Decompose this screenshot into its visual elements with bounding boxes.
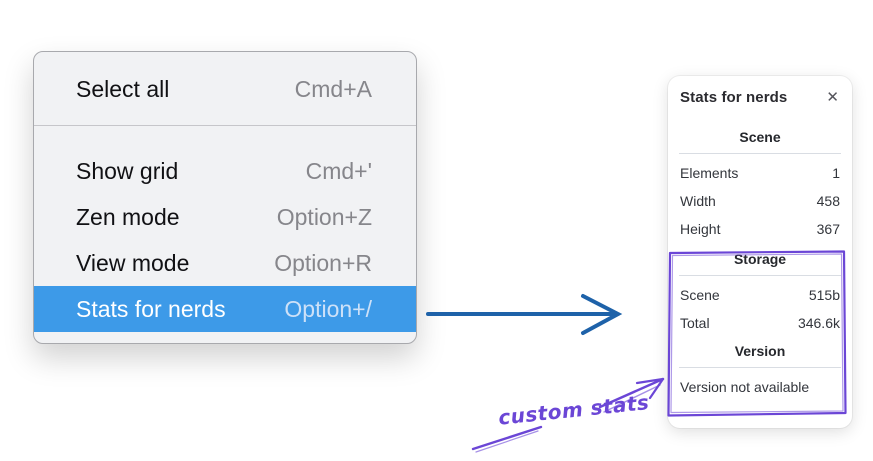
menu-item-stats-for-nerds[interactable]: Stats for nerds Option+/ [34,286,416,332]
menu-item-shortcut: Cmd+A [294,75,372,102]
stat-row-storage-total: Total 346.6k [679,309,841,337]
menu-item-shortcut: Cmd+' [305,157,372,184]
panel-header: Stats for nerds ✕ [680,89,840,106]
menu-item-label: View mode [76,249,190,276]
stat-row-elements: Elements 1 [679,159,841,187]
close-icon[interactable]: ✕ [826,88,839,106]
stat-label: Scene [680,287,720,303]
menu-item-label: Select all [76,75,170,102]
stat-label: Width [680,193,716,209]
panel-title: Stats for nerds [680,89,788,106]
stat-value: 367 [816,221,840,237]
context-menu: Select all Cmd+A Show grid Cmd+' Zen mod… [33,51,417,344]
section-rule [679,153,841,154]
menu-item-zen-mode[interactable]: Zen mode Option+Z [34,194,416,240]
menu-item-shortcut: Option+/ [284,295,372,322]
stats-for-nerds-panel: Stats for nerds ✕ Scene Elements 1 Width… [668,76,852,428]
section-rule [679,275,841,276]
menu-item-view-mode[interactable]: View mode Option+R [34,240,416,286]
menu-divider [34,125,416,126]
stat-value: 515b [808,287,840,303]
section-heading-scene: Scene [739,129,781,145]
section-heading-version: Version [734,343,786,359]
menu-item-show-grid[interactable]: Show grid Cmd+' [34,148,416,194]
section-rule [679,367,841,368]
menu-item-label: Show grid [76,157,179,184]
custom-stats-annotation-label: custom stats [497,390,651,430]
stat-label: Elements [680,165,739,181]
stat-value: 346.6k [797,315,840,331]
stat-row-storage-scene: Scene 515b [679,281,841,309]
scene-section: Scene Elements 1 Width 458 Height 367 [679,129,841,243]
menu-item-shortcut: Option+Z [276,203,372,230]
menu-item-label: Stats for nerds [76,295,226,322]
section-heading-storage: Storage [733,251,787,267]
version-note: Version not available [680,379,810,395]
version-section: Version Version not available [679,343,841,401]
stat-label: Height [680,221,721,237]
menu-item-select-all[interactable]: Select all Cmd+A [34,66,416,112]
stat-value: 458 [816,193,840,209]
menu-item-shortcut: Option+R [274,249,372,276]
stat-value: 1 [832,165,840,181]
stat-label: Total [680,315,710,331]
storage-section: Storage Scene 515b Total 346.6k [679,251,841,337]
stat-row-height: Height 367 [679,215,841,243]
stat-row-width: Width 458 [679,187,841,215]
menu-item-label: Zen mode [76,203,180,230]
main-arrow [426,294,623,335]
